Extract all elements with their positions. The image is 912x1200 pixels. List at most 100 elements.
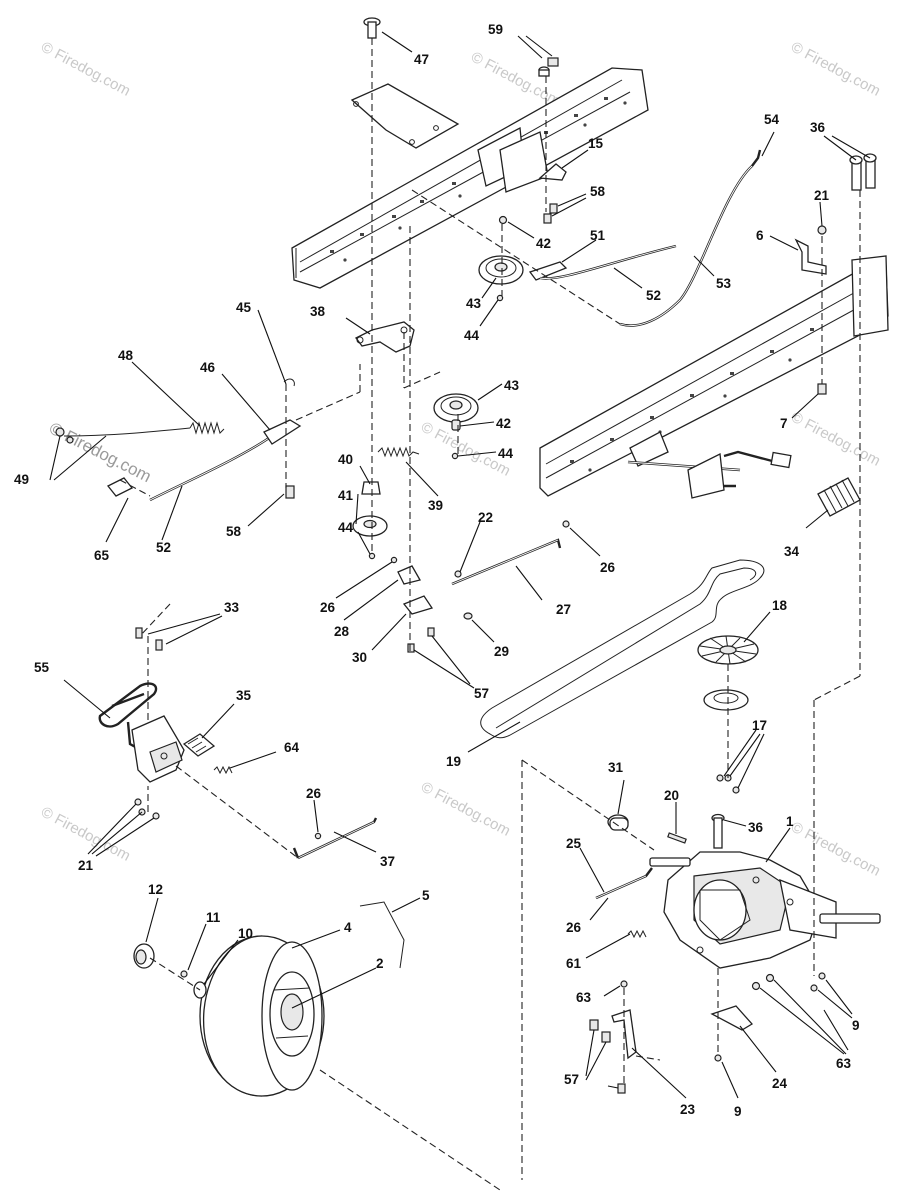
rod-27 bbox=[451, 538, 562, 586]
callout-23: 23 bbox=[680, 1102, 696, 1117]
nut-42-upper bbox=[498, 215, 508, 225]
callout-21: 21 bbox=[814, 188, 830, 203]
callout-11: 11 bbox=[206, 910, 221, 925]
callout-42: 42 bbox=[496, 416, 511, 431]
frame-rail-upper bbox=[291, 67, 649, 289]
callout-22: 22 bbox=[478, 510, 493, 525]
callout-36: 36 bbox=[810, 120, 826, 135]
idler-pulley-43-upper bbox=[478, 255, 524, 285]
callout-35: 35 bbox=[236, 688, 252, 703]
callout-43: 43 bbox=[466, 296, 482, 311]
pulley-41 bbox=[352, 515, 388, 537]
watermark: © Firedog.com bbox=[788, 39, 883, 100]
cable-51-52 bbox=[528, 244, 677, 281]
bracket-24 bbox=[710, 1005, 754, 1031]
bolt-57e bbox=[617, 1083, 626, 1094]
washer-44-left bbox=[368, 552, 376, 560]
callout-27: 27 bbox=[556, 602, 571, 617]
frame-plate bbox=[350, 83, 460, 149]
drive-belt-19 bbox=[480, 559, 765, 739]
callout-21: 21 bbox=[78, 858, 94, 873]
pin-20 bbox=[667, 832, 687, 844]
callout-31: 31 bbox=[608, 760, 624, 775]
callout-24: 24 bbox=[772, 1076, 788, 1091]
bolt-57c bbox=[589, 1019, 599, 1031]
callout-54: 54 bbox=[764, 112, 780, 127]
callout-42: 42 bbox=[536, 236, 551, 251]
callout-7: 7 bbox=[780, 416, 788, 431]
callout-20: 20 bbox=[664, 788, 679, 803]
nut-17c bbox=[732, 786, 740, 794]
cable-52-left bbox=[149, 435, 273, 502]
nut-21-left-c bbox=[152, 812, 160, 820]
callout-57: 57 bbox=[564, 1072, 579, 1087]
clip-26-upper bbox=[562, 520, 570, 528]
callout-38: 38 bbox=[310, 304, 326, 319]
pedal-55 bbox=[98, 682, 185, 783]
callout-26: 26 bbox=[600, 560, 616, 575]
callout-19: 19 bbox=[446, 754, 461, 769]
bracket-6 bbox=[794, 238, 827, 275]
bracket-46 bbox=[263, 419, 302, 445]
bushing-31 bbox=[607, 814, 629, 831]
rod-53 bbox=[619, 165, 753, 327]
fastener-29 bbox=[463, 612, 473, 620]
wheel-4 bbox=[199, 935, 325, 1097]
callout-61: 61 bbox=[566, 956, 582, 971]
bolt-57d bbox=[601, 1031, 611, 1043]
callout-48: 48 bbox=[118, 348, 134, 363]
callout-6: 6 bbox=[756, 228, 764, 243]
clip-54 bbox=[751, 149, 762, 167]
callout-5: 5 bbox=[422, 888, 430, 903]
bolt-57b bbox=[407, 643, 415, 653]
bracket-28 bbox=[397, 565, 421, 585]
spring-64 bbox=[213, 765, 233, 775]
callout-53: 53 bbox=[716, 276, 732, 291]
nut-21-left-a bbox=[134, 798, 142, 806]
callout-26: 26 bbox=[306, 786, 322, 801]
callout-52: 52 bbox=[156, 540, 171, 555]
callout-9: 9 bbox=[734, 1104, 742, 1119]
fan-18 bbox=[697, 635, 759, 665]
washer-44-lower bbox=[451, 452, 459, 460]
nut-17a bbox=[716, 774, 724, 782]
nut-63a bbox=[620, 980, 628, 988]
watermark: © Firedog.com bbox=[38, 39, 133, 100]
callout-26: 26 bbox=[566, 920, 582, 935]
clip-26-mid bbox=[390, 556, 398, 564]
callout-25: 25 bbox=[566, 836, 582, 851]
watermark: © Firedog.com bbox=[788, 819, 883, 880]
plate-30 bbox=[402, 595, 434, 615]
leader-lines bbox=[49, 31, 871, 1099]
callout-4: 4 bbox=[344, 920, 352, 935]
callout-28: 28 bbox=[334, 624, 350, 639]
callout-49: 49 bbox=[14, 472, 29, 487]
callout-58: 58 bbox=[590, 184, 606, 199]
bracket-23 bbox=[611, 1009, 637, 1060]
valve-5 bbox=[359, 901, 405, 969]
callout-52: 52 bbox=[646, 288, 661, 303]
cap-12 bbox=[133, 943, 155, 969]
bolt-58-left bbox=[285, 485, 295, 499]
callout-36: 36 bbox=[748, 820, 764, 835]
callout-63: 63 bbox=[576, 990, 592, 1005]
idler-arm-38 bbox=[355, 321, 415, 353]
bolt-7 bbox=[817, 383, 827, 395]
rod-25 bbox=[595, 867, 653, 900]
callout-41: 41 bbox=[338, 488, 354, 503]
transaxle-1 bbox=[649, 851, 881, 969]
nut-63c bbox=[765, 973, 775, 983]
spring-61 bbox=[627, 929, 647, 939]
clip-26-lower bbox=[314, 832, 322, 840]
frame-rail-right bbox=[539, 255, 889, 499]
callout-57: 57 bbox=[474, 686, 489, 701]
spring-39 bbox=[377, 446, 420, 458]
callout-63: 63 bbox=[836, 1056, 852, 1071]
callout-15: 15 bbox=[588, 136, 604, 151]
callout-47: 47 bbox=[414, 52, 429, 67]
callout-9: 9 bbox=[852, 1018, 860, 1033]
grip-34 bbox=[817, 477, 861, 517]
nut-63b bbox=[751, 981, 761, 991]
callout-55: 55 bbox=[34, 660, 50, 675]
